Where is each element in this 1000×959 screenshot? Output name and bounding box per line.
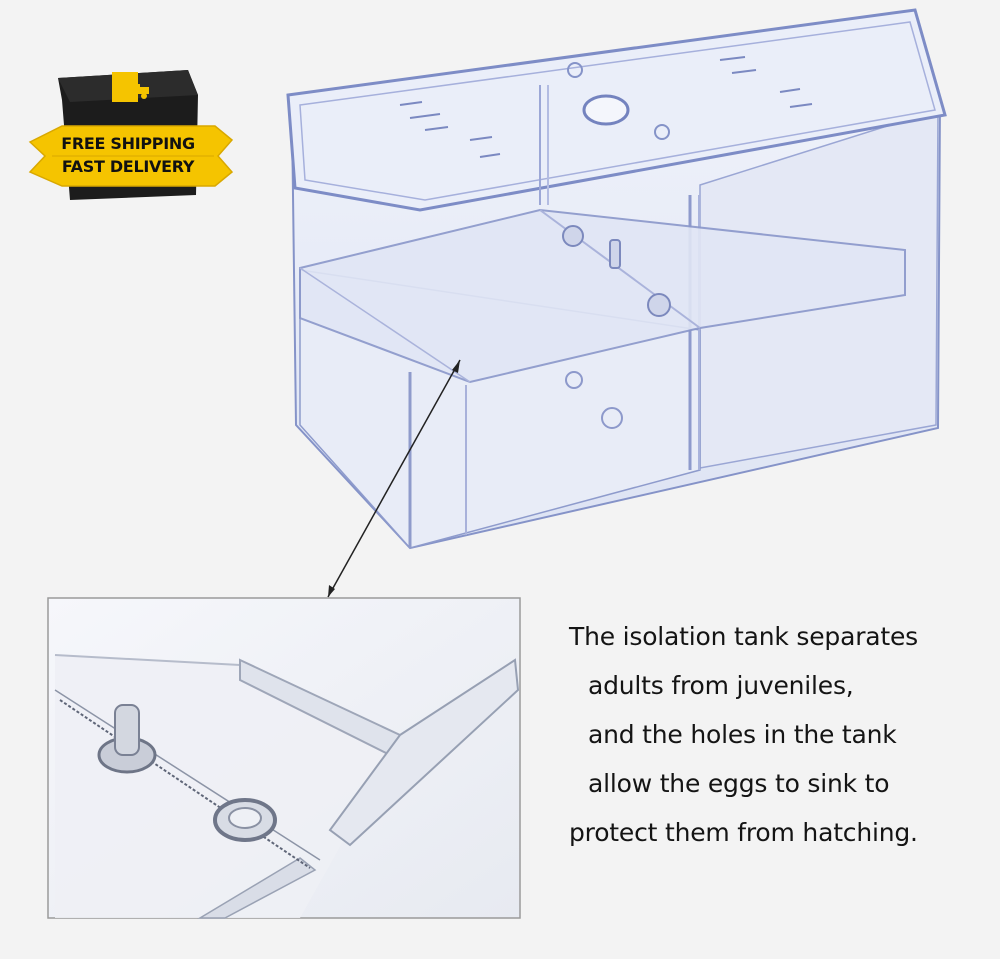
caption-line: and the holes in the tank [588, 720, 897, 749]
caption-line: protect them from hatching. [569, 818, 918, 847]
tray-pin [609, 239, 621, 269]
caption-line: allow the eggs to sink to [588, 769, 890, 798]
isolation-tray [299, 208, 906, 384]
feature-caption: The isolation tank separates adults from… [545, 612, 965, 857]
bottom-hole [565, 371, 583, 389]
delivery-truck-icon [118, 84, 149, 99]
tray-post [647, 293, 671, 317]
tray-post [562, 225, 584, 247]
shipping-badge: FREE SHIPPING FAST DELIVERY [28, 62, 228, 212]
closeup-post [114, 704, 140, 756]
caption-line: The isolation tank separates [569, 622, 919, 651]
shipping-badge-art [28, 70, 234, 200]
callout-arrow [327, 359, 461, 598]
lid-hole [582, 94, 630, 126]
badge-fast-delivery: FAST DELIVERY [61, 157, 195, 176]
detail-closeup [47, 597, 521, 919]
tray-side-edge [328, 658, 520, 847]
breeding-tank [286, 8, 947, 550]
caption-line: adults from juveniles, [588, 671, 854, 700]
badge-free-shipping: FREE SHIPPING [61, 134, 195, 153]
bottom-hole [601, 407, 623, 429]
